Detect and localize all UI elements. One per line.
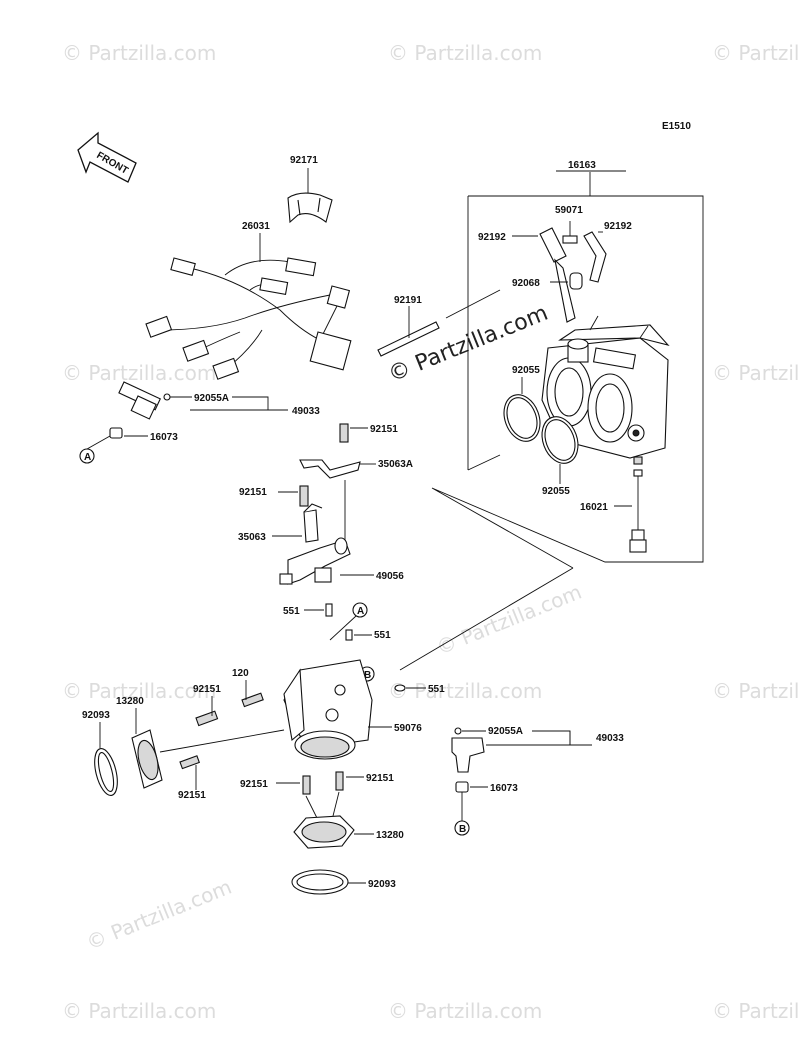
callout-92171: 92171 — [290, 155, 318, 166]
callout-92055A-top: 92055A — [194, 393, 229, 404]
wire-harness-26031-part — [145, 257, 352, 380]
callout-13280-b: 13280 — [376, 830, 404, 841]
callout-92191: 92191 — [394, 295, 422, 306]
callout-16163: 16163 — [568, 160, 596, 171]
callout-16021: 16021 — [580, 502, 608, 513]
bracket-35063A-part — [299, 459, 361, 479]
watermark: © Partzilla.com — [388, 41, 542, 65]
watermark: © Partzilla.com — [712, 41, 800, 65]
cap-16073-top-part — [109, 427, 123, 439]
ref-b-mid: B — [364, 670, 371, 681]
callout-92055-upper: 92055 — [512, 365, 540, 376]
watermark: © Partzilla.com — [388, 679, 542, 703]
ref-b-bottom: B — [459, 824, 466, 835]
fuel-rail-49056-part — [279, 480, 351, 585]
callout-92055-lower: 92055 — [542, 486, 570, 497]
rod-92191-part — [377, 321, 440, 357]
callout-59076: 59076 — [394, 723, 422, 734]
sensor-16021-part — [629, 456, 647, 553]
watermark: © Partzilla.com — [388, 999, 542, 1023]
callout-35063A: 35063A — [378, 459, 413, 470]
bolt-92151-e-part — [302, 775, 311, 795]
watermark: © Partzilla.com — [712, 679, 800, 703]
callout-92192-left: 92192 — [478, 232, 506, 243]
hose-92192-left-part — [539, 227, 576, 323]
watermark: © Partzilla.com — [433, 580, 585, 660]
callout-92151-c: 92151 — [193, 684, 221, 695]
bolt-92151-c-part — [195, 710, 219, 727]
callout-16073-bottom: 16073 — [490, 783, 518, 794]
callout-551-c: 551 — [428, 684, 445, 695]
callout-92055A-bottom: 92055A — [488, 726, 523, 737]
dowel-551-a-part — [325, 603, 333, 617]
bolt-92151-b-part — [299, 485, 309, 507]
callout-49033-top: 49033 — [292, 406, 320, 417]
o-ring-92055-lower-part — [541, 416, 579, 464]
callout-92151-e: 92151 — [240, 779, 268, 790]
callout-59071: 59071 — [555, 205, 583, 216]
bracket-35063-part — [303, 503, 323, 543]
callout-92068: 92068 — [512, 278, 540, 289]
cap-16073-bottom-part — [455, 781, 469, 793]
callout-551-b: 551 — [374, 630, 391, 641]
ref-a-top: A — [84, 452, 91, 463]
watermark: © Partzilla.com — [83, 875, 235, 955]
front-arrow-icon: FRONT — [77, 131, 137, 183]
ref-a-mid: A — [357, 606, 364, 617]
intake-manifold-59076-part — [283, 659, 373, 760]
callout-49033-bottom: 49033 — [596, 733, 624, 744]
dowel-551-c-part — [394, 684, 406, 692]
bolt-92151-f-part — [335, 771, 344, 791]
bolt-92151-d-part — [179, 755, 201, 770]
callout-92151-a: 92151 — [370, 424, 398, 435]
callout-16073-top: 16073 — [150, 432, 178, 443]
callout-551-a: 551 — [283, 606, 300, 617]
watermark: © Partzilla.com — [712, 361, 800, 385]
callout-92151-f: 92151 — [366, 773, 394, 784]
callout-13280-a: 13280 — [116, 696, 144, 707]
throttle-body-part — [541, 315, 670, 459]
callout-120: 120 — [232, 668, 249, 679]
watermark: © Partzilla.com — [62, 679, 216, 703]
gasket-13280-b-part — [293, 815, 355, 849]
callout-92093-b: 92093 — [368, 879, 396, 890]
callout-92151-b: 92151 — [239, 487, 267, 498]
cap-92068-part — [569, 272, 583, 290]
dowel-551-b-part — [345, 629, 353, 641]
ring-92093-b-part — [291, 869, 349, 895]
bolt-120-part — [241, 692, 264, 708]
diagram-code: E1510 — [662, 121, 691, 132]
watermark: © Partzilla.com — [62, 361, 216, 385]
watermark: © Partzilla.com — [62, 41, 216, 65]
callout-26031: 26031 — [242, 221, 270, 232]
watermark: © Partzilla.com — [712, 999, 800, 1023]
hose-92192-right-part — [583, 231, 607, 283]
watermark-layer: © Partzilla.com © Partzilla.com © Partzi… — [62, 41, 800, 1023]
fitting-59071-part — [562, 221, 578, 244]
o-ring-92055-upper-part — [503, 394, 541, 442]
watermark: © Partzilla.com — [62, 999, 216, 1023]
clamp-92171-part — [287, 192, 333, 224]
injector-49033-top-part — [118, 381, 171, 420]
throttle-body-assembly-frame — [431, 170, 704, 569]
ring-92093-a-part — [94, 748, 118, 796]
gasket-13280-a-part — [131, 729, 163, 789]
callout-49056: 49056 — [376, 571, 404, 582]
callout-35063: 35063 — [238, 532, 266, 543]
callout-92151-d: 92151 — [178, 790, 206, 801]
injector-49033-bottom-part — [451, 727, 485, 773]
callout-92093-a: 92093 — [82, 710, 110, 721]
callout-92192-right: 92192 — [604, 221, 632, 232]
bolt-92151-a-part — [339, 423, 349, 443]
